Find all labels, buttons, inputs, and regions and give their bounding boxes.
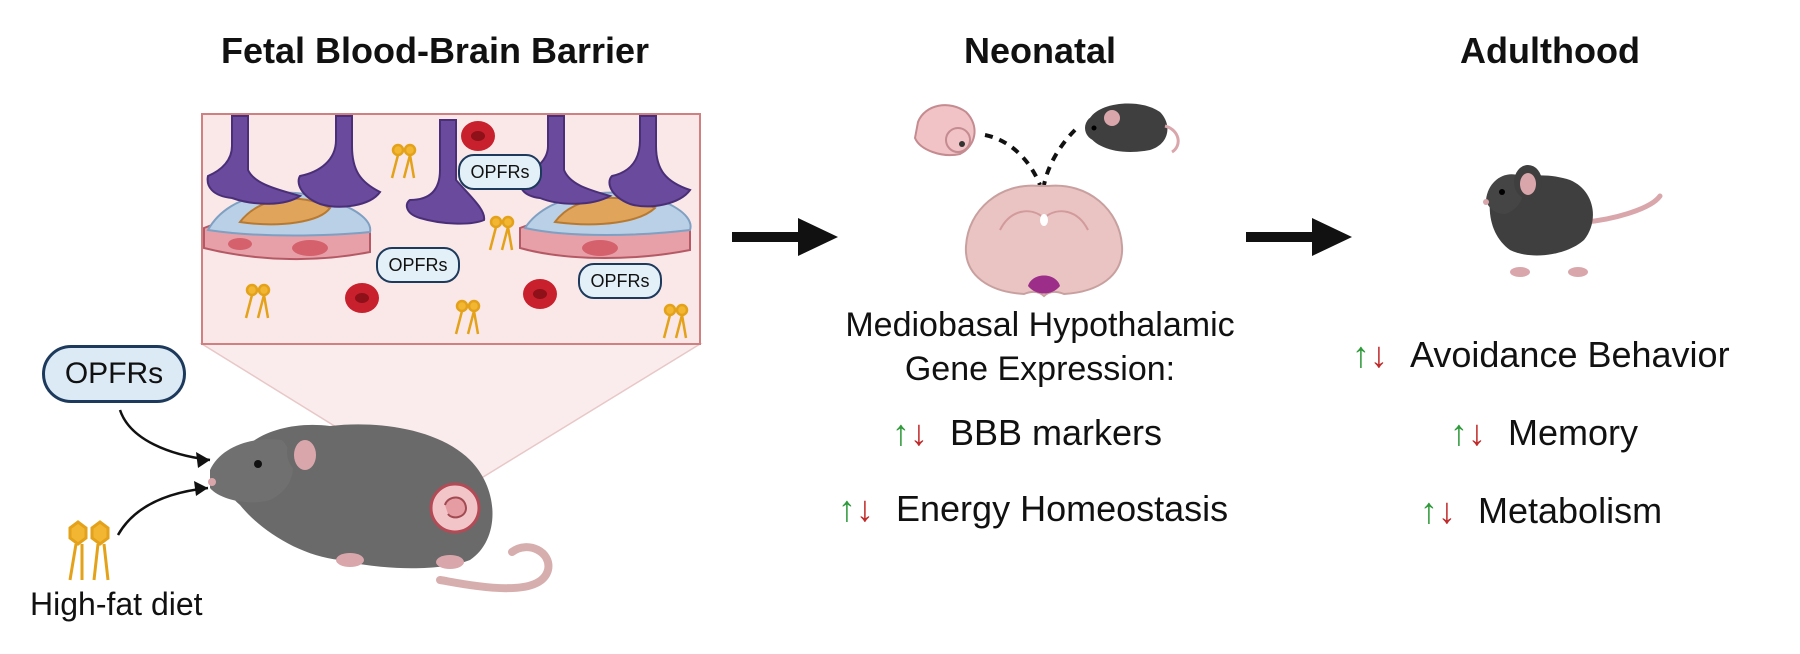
astrocyte-endfeet-purple: [206, 115, 692, 225]
neonatal-pup: [913, 104, 976, 156]
stage-arrow-2: [1246, 218, 1352, 256]
brain-section: [964, 184, 1124, 298]
down-arrow-icon: ↓: [1438, 490, 1456, 531]
heading-adulthood: Adulthood: [1460, 30, 1640, 71]
adult-mouse: [1483, 165, 1663, 277]
down-arrow-icon: ↓: [856, 488, 874, 529]
diet-lipid-icon: [68, 520, 110, 581]
down-arrow-icon: ↓: [1370, 334, 1388, 375]
adult-effect-metabolism: ↑↓ Metabolism: [1420, 490, 1662, 532]
juvenile-mouse: [1085, 103, 1180, 154]
effect-label: Avoidance Behavior: [1410, 334, 1730, 375]
diet-input-arrow: [116, 486, 209, 536]
effect-label: BBB markers: [950, 412, 1163, 453]
lipid-molecules: [244, 143, 689, 339]
effect-label: Metabolism: [1478, 490, 1663, 531]
adult-effect-memory: ↑↓ Memory: [1450, 412, 1638, 454]
up-arrow-icon: ↑: [1352, 334, 1370, 375]
barrier-opfr-label-3: OPFRs: [578, 263, 662, 299]
up-arrow-icon: ↑: [1420, 490, 1438, 531]
neonatal-effect-bbb: ↑↓ BBB markers: [892, 412, 1162, 454]
opfr-input-pill: OPFRs: [42, 345, 186, 403]
heading-fetal-bbb: Fetal Blood-Brain Barrier: [220, 30, 650, 71]
stage-arrow-1: [732, 218, 838, 256]
barrier-opfr-label-1: OPFRs: [458, 154, 542, 190]
effect-label: Energy Homeostasis: [896, 488, 1229, 529]
up-arrow-icon: ↑: [892, 412, 910, 453]
barrier-opfr-label-2: OPFRs: [376, 247, 460, 283]
up-arrow-icon: ↑: [1450, 412, 1468, 453]
neonatal-dashed-connector: [984, 128, 1077, 186]
down-arrow-icon: ↓: [1468, 412, 1486, 453]
heading-neonatal: Neonatal: [963, 30, 1117, 71]
neonatal-caption-line2: Gene Expression:: [904, 350, 1176, 388]
pregnant-mouse: [208, 424, 553, 593]
effect-label: Memory: [1508, 412, 1639, 453]
diet-input-label: High-fat diet: [30, 586, 203, 622]
adult-effect-avoidance: ↑↓ Avoidance Behavior: [1352, 334, 1730, 376]
up-arrow-icon: ↑: [838, 488, 856, 529]
red-blood-cells: [345, 121, 557, 313]
down-arrow-icon: ↓: [910, 412, 928, 453]
neonatal-effect-energy: ↑↓ Energy Homeostasis: [838, 488, 1228, 530]
neonatal-caption-line1: Mediobasal Hypothalamic: [845, 306, 1235, 344]
